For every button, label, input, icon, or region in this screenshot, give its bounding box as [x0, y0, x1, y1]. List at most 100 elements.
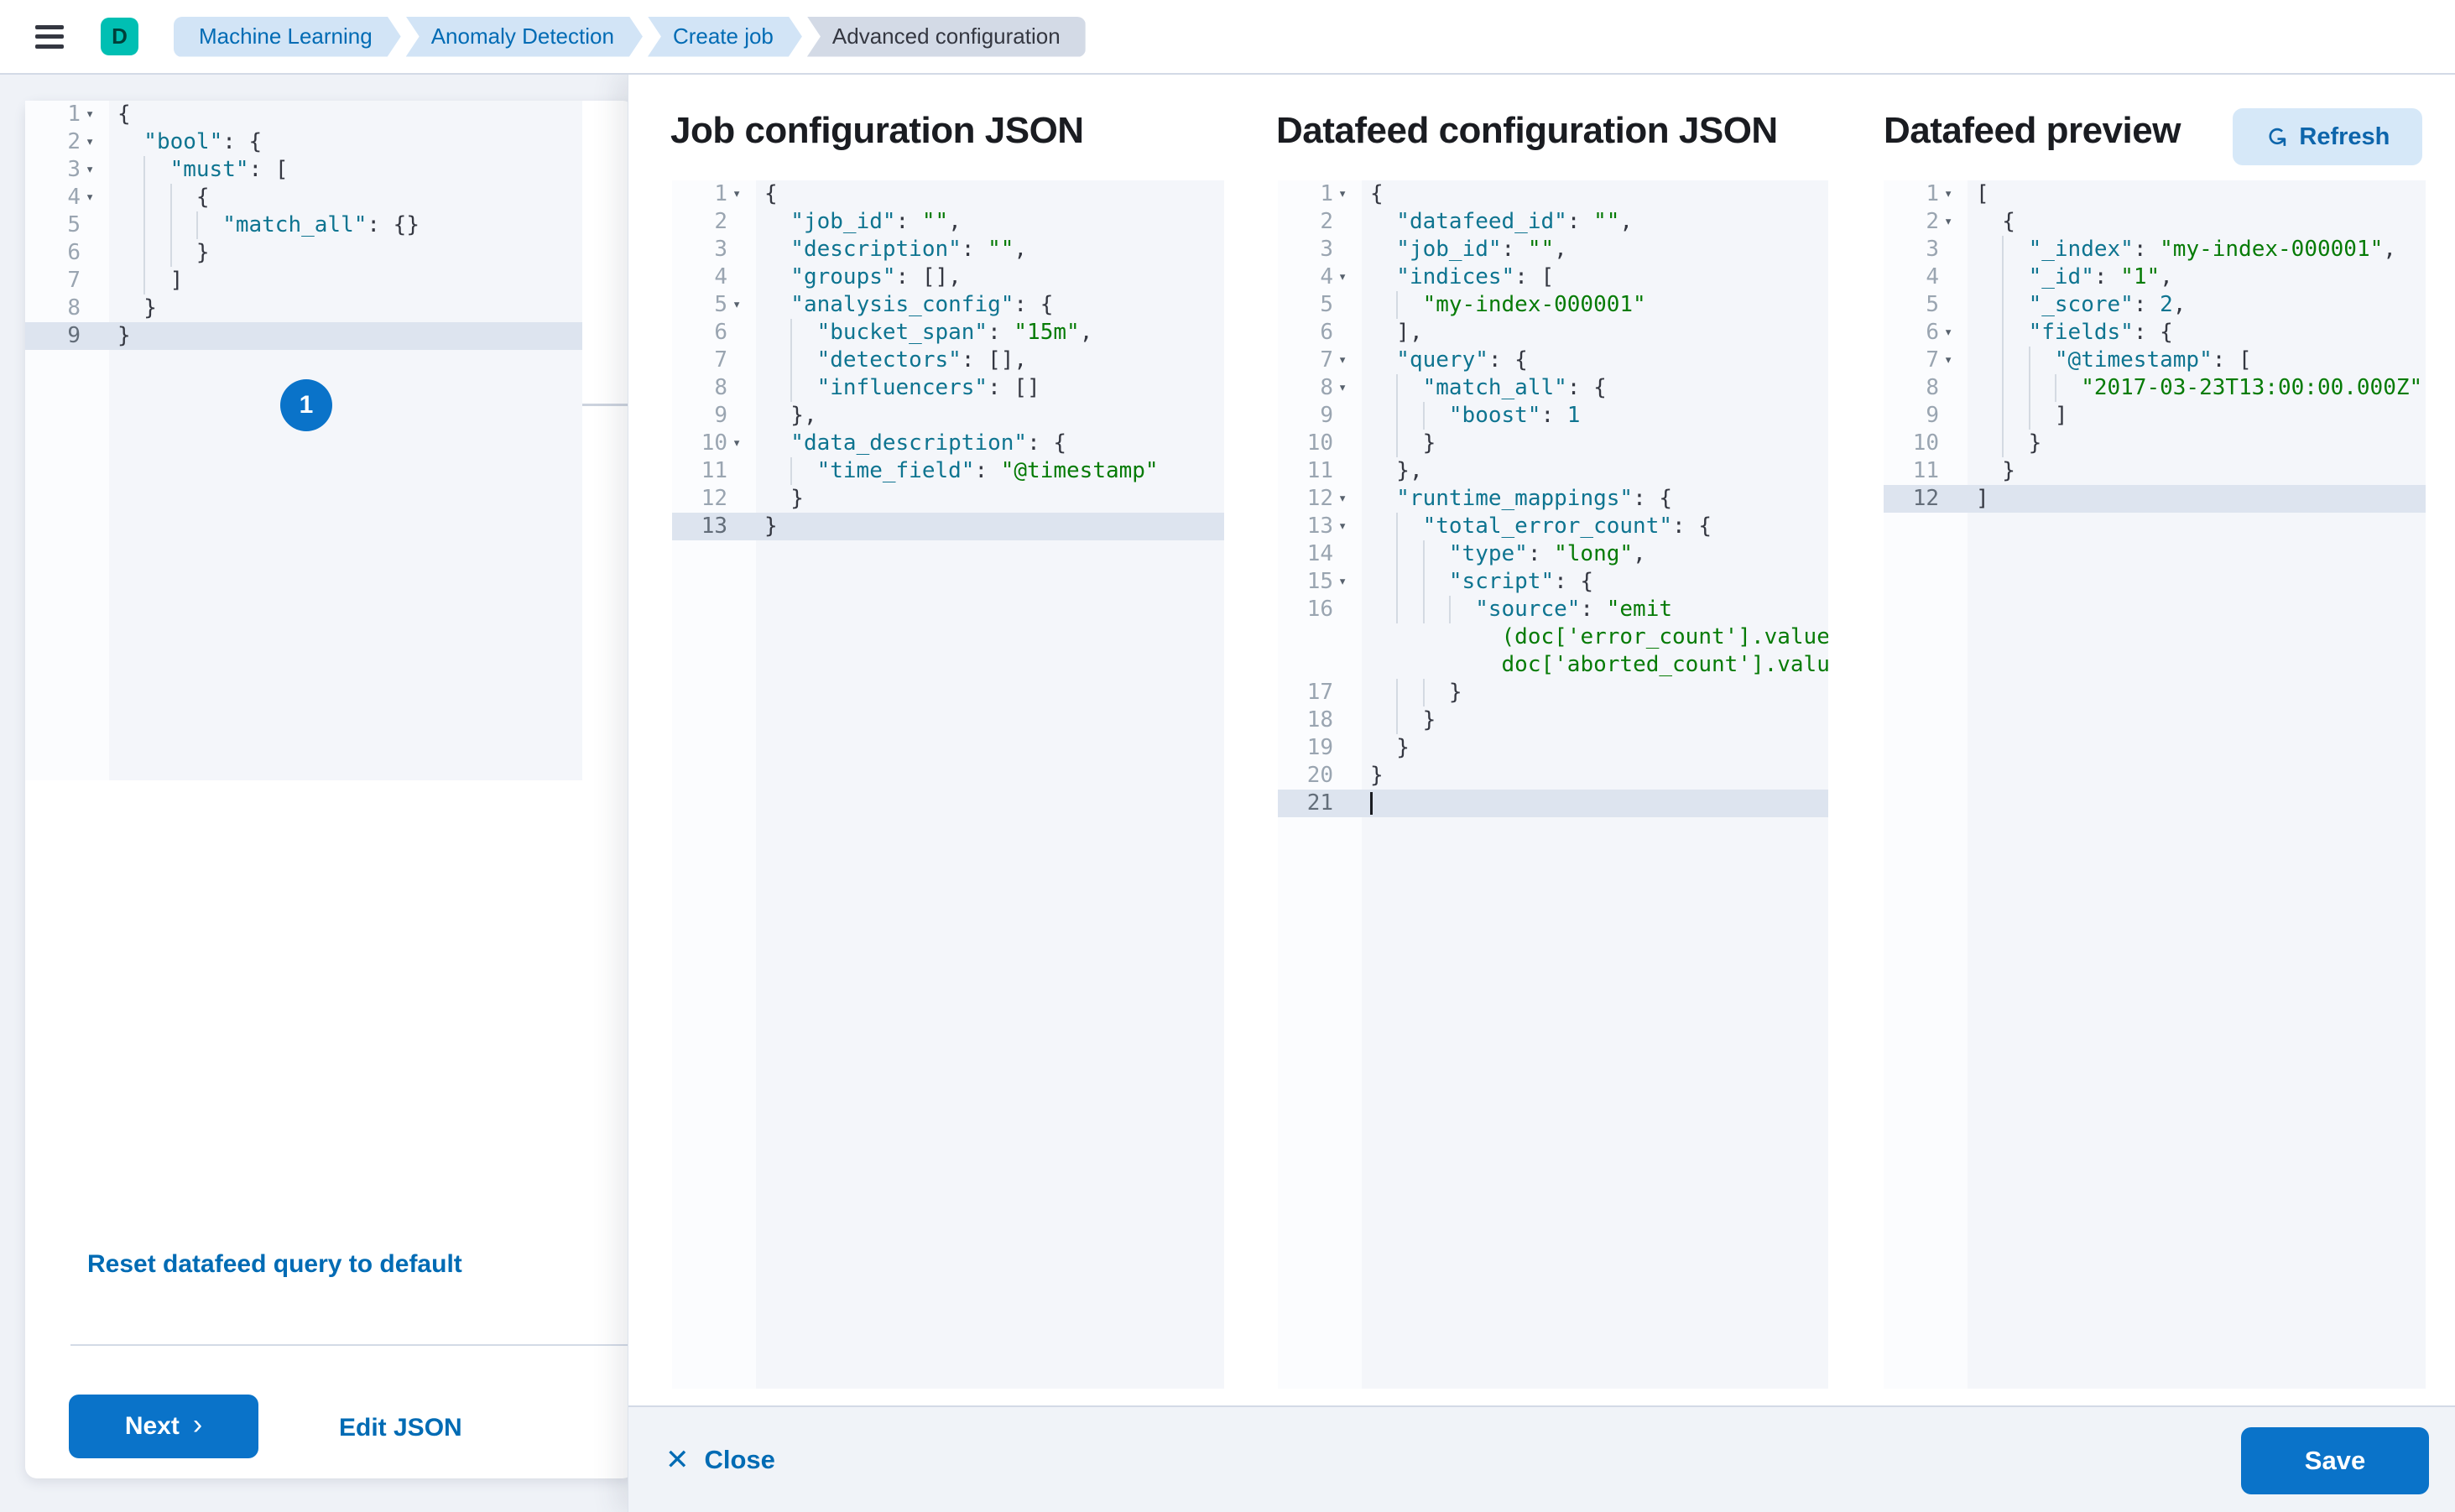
fold-spacer [81, 295, 109, 322]
fold-spacer [1939, 263, 1968, 291]
line-number: 1 [1320, 181, 1333, 206]
fold-toggle-icon[interactable]: ▾ [1338, 269, 1347, 285]
breadcrumb-create-job[interactable]: Create job [648, 17, 802, 57]
indent-guide [1422, 402, 1449, 430]
line-number: 6 [1320, 320, 1333, 345]
indent-guide [1396, 430, 1422, 457]
close-button[interactable]: ✕ Close [665, 1443, 775, 1477]
fold-spacer [1333, 291, 1362, 319]
indent-guide [1396, 291, 1422, 319]
fold-toggle-icon[interactable]: ▾ [86, 106, 95, 123]
line-number: 4 [67, 185, 81, 210]
fold-spacer [1333, 706, 1362, 734]
code-line: 12] [1884, 485, 2426, 513]
line-number: 11 [701, 458, 727, 483]
code-line: 15▾"script": { [1306, 568, 1594, 596]
reset-datafeed-query-link[interactable]: Reset datafeed query to default [87, 1250, 462, 1278]
code-line: 1▾{ [1320, 181, 1384, 206]
fold-toggle-icon[interactable]: ▾ [86, 161, 95, 178]
fold-spacer [1333, 457, 1362, 485]
indent-guide [2002, 374, 2028, 402]
line-number: 18 [1306, 707, 1333, 733]
save-button[interactable]: Save [2241, 1427, 2429, 1494]
code-line: 6▾"fields": { [1926, 319, 2173, 347]
indent-guide [1422, 540, 1449, 568]
fold-toggle-icon[interactable]: ▾ [732, 185, 742, 202]
step-1-indicator[interactable]: 1 [280, 379, 332, 431]
code-line: 5▾"analysis_config": { [714, 292, 1054, 317]
fold-toggle-icon[interactable]: ▾ [1338, 352, 1347, 368]
fold-toggle-icon[interactable]: ▾ [732, 296, 742, 313]
fold-toggle-icon[interactable]: ▾ [1338, 490, 1347, 507]
hamburger-menu-icon[interactable] [35, 24, 64, 49]
breadcrumb-machine-learning[interactable]: Machine Learning [174, 17, 401, 57]
datafeed-configuration-editor[interactable]: 1▾{2"datafeed_id": "",3"job_id": "",4▾"i… [1278, 180, 1828, 1389]
datafeed-preview-editor[interactable]: 1▾[2▾{3"_index": "my-index-000001",4"_id… [1884, 180, 2426, 1389]
line-number: 11 [1912, 458, 1939, 483]
fold-spacer [81, 322, 109, 350]
fold-toggle-icon[interactable]: ▾ [1338, 379, 1347, 396]
fold-toggle-icon[interactable]: ▾ [1338, 573, 1347, 590]
job-configuration-editor[interactable]: 1▾{2"job_id": "",3"description": "",4"gr… [672, 180, 1224, 1389]
line-number: 12 [1306, 486, 1333, 511]
indent-guide [143, 239, 169, 267]
code-line: 1▾{ [714, 181, 778, 206]
indent-guide [2002, 402, 2028, 430]
space-avatar[interactable]: D [101, 18, 138, 55]
fold-toggle-icon[interactable]: ▾ [1944, 185, 1953, 202]
next-button-label: Next [124, 1412, 180, 1440]
fold-toggle-icon[interactable]: ▾ [1338, 185, 1347, 202]
code-line: 8"2017-03-23T13:00:00.000Z" [1926, 374, 2423, 402]
fold-toggle-icon[interactable]: ▾ [86, 133, 95, 150]
indent-guide [1396, 540, 1422, 568]
fold-spacer [727, 236, 756, 263]
indent-guide [2002, 263, 2028, 291]
edit-json-button[interactable]: Edit JSON [339, 1411, 462, 1445]
breadcrumb-anomaly-detection[interactable]: Anomaly Detection [406, 17, 643, 57]
line-number: 2 [1926, 209, 1939, 234]
code-line: 7"detectors": [], [714, 347, 1028, 374]
indent-guide [790, 347, 816, 374]
next-button[interactable]: Next › [69, 1395, 258, 1458]
fold-spacer [727, 208, 756, 236]
line-number: 4 [714, 264, 727, 289]
indent-guide [2002, 430, 2028, 457]
fold-toggle-icon[interactable]: ▾ [1338, 518, 1347, 534]
top-navigation-bar: D Machine Learning Anomaly Detection Cre… [0, 0, 2455, 75]
fold-toggle-icon[interactable]: ▾ [1944, 213, 1953, 230]
code-line: 8"influencers": [] [714, 374, 1040, 402]
fold-spacer [1333, 623, 1362, 651]
code-line: 11}, [1306, 457, 1423, 485]
indent-guide [2054, 374, 2081, 402]
fold-toggle-icon[interactable]: ▾ [1944, 352, 1953, 368]
indent-guide [143, 211, 169, 239]
code-line: 19} [1306, 735, 1410, 760]
code-line: 14"type": "long", [1306, 540, 1646, 568]
fold-toggle-icon[interactable]: ▾ [86, 189, 95, 206]
fold-spacer [1333, 596, 1362, 623]
refresh-button[interactable]: ↻ Refresh [2233, 108, 2422, 165]
line-number: 6 [67, 240, 81, 265]
elasticsearch-query-editor[interactable]: 1▾{2▾"bool": {3▾"must": [4▾{5"match_all"… [25, 101, 582, 780]
create-job-wizard-panel: Create job: Advanced Using index pattern… [25, 101, 634, 1478]
fold-spacer [1939, 291, 1968, 319]
fold-spacer [1939, 430, 1968, 457]
line-number: 12 [701, 486, 727, 511]
indent-guide [2028, 347, 2055, 374]
code-line: 11} [1912, 458, 2015, 483]
indent-guide [2002, 236, 2028, 263]
line-number: 19 [1306, 735, 1333, 760]
fold-spacer [1333, 790, 1362, 817]
code-line: 3"job_id": "", [1320, 237, 1567, 262]
line-number: 3 [1926, 237, 1939, 262]
code-line: 2"datafeed_id": "", [1320, 209, 1634, 234]
indent-guide [1396, 596, 1422, 623]
code-line: 16"source": "emit [1306, 596, 1673, 623]
indent-guide [1396, 679, 1422, 706]
line-number: 4 [1320, 264, 1333, 289]
fold-toggle-icon[interactable]: ▾ [732, 435, 742, 451]
fold-toggle-icon[interactable]: ▾ [1944, 324, 1953, 341]
line-number: 8 [67, 295, 81, 321]
indent-guide [2002, 319, 2028, 347]
code-line: 6], [1320, 320, 1423, 345]
